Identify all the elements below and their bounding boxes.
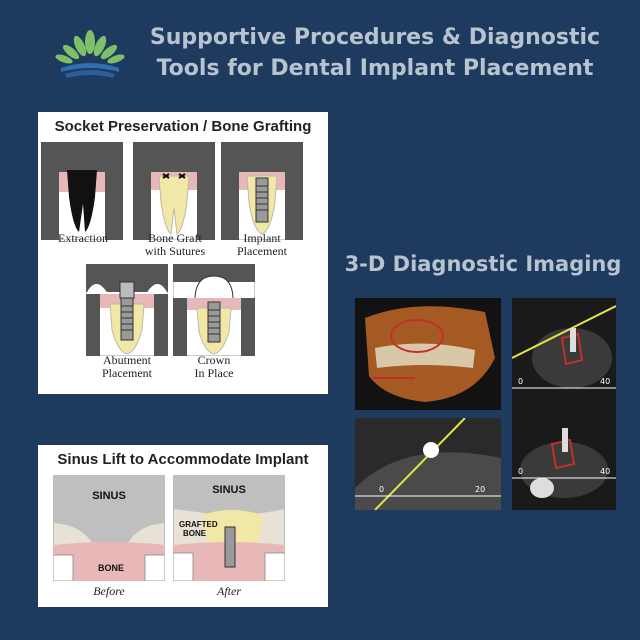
before-label: Before (93, 584, 125, 598)
socket-preservation-panel: Socket Preservation / Bone Grafting Extr… (38, 112, 328, 394)
sinus-label: SINUS (92, 490, 126, 502)
cross-section-scan-1: 0 40 (512, 298, 616, 410)
grafted-label-1: GRAFTED (179, 520, 218, 529)
grafted-label-2: BONE (183, 529, 207, 538)
panel-title: Sinus Lift to Accommodate Implant (57, 451, 309, 468)
step-label-extraction: Extraction (58, 231, 108, 245)
extraction-illustration (41, 142, 123, 240)
skull-3d-scan (355, 298, 501, 410)
bone-graft-illustration (133, 142, 215, 240)
abutment-placement-illustration (86, 264, 168, 356)
step-label-crown: Crown In Place (194, 353, 234, 380)
step-label-bone-graft: Bone Graft with Sutures (144, 231, 206, 258)
scale-label-0: 0 (379, 485, 384, 494)
imaging-heading: 3-D Diagnostic Imaging (344, 252, 622, 276)
after-label: After (217, 584, 241, 598)
title-line-2: Tools for Dental Implant Placement (156, 56, 594, 81)
title-line-1: Supportive Procedures & Diagnostic (149, 25, 601, 50)
step-label-implant: Implant Placement (237, 231, 287, 258)
scale-label-0: 0 (518, 377, 523, 386)
scale-label-40: 40 (600, 377, 610, 386)
cross-section-scan-3: 0 40 (512, 410, 616, 510)
sinus-label: SINUS (212, 484, 246, 496)
bone-label: BONE (98, 563, 124, 573)
implant-placement-illustration (221, 142, 303, 240)
page-title: Supportive Procedures & Diagnostic Tools… (140, 22, 610, 84)
scale-label-40: 40 (600, 467, 610, 476)
crown-in-place-illustration (173, 264, 255, 356)
sinus-after-illustration: SINUS GRAFTED BONE (173, 475, 285, 581)
sinus-lift-panel: Sinus Lift to Accommodate Implant SINUS … (38, 445, 328, 607)
cross-section-scan-2: 0 20 (355, 418, 501, 510)
lotus-icon (55, 28, 125, 86)
scale-label-0: 0 (518, 467, 523, 476)
scale-label-20: 20 (475, 485, 485, 494)
sinus-before-illustration: SINUS BONE (53, 475, 165, 581)
step-label-abutment: Abutment Placement (102, 353, 152, 380)
panel-title: Socket Preservation / Bone Grafting (54, 118, 312, 135)
